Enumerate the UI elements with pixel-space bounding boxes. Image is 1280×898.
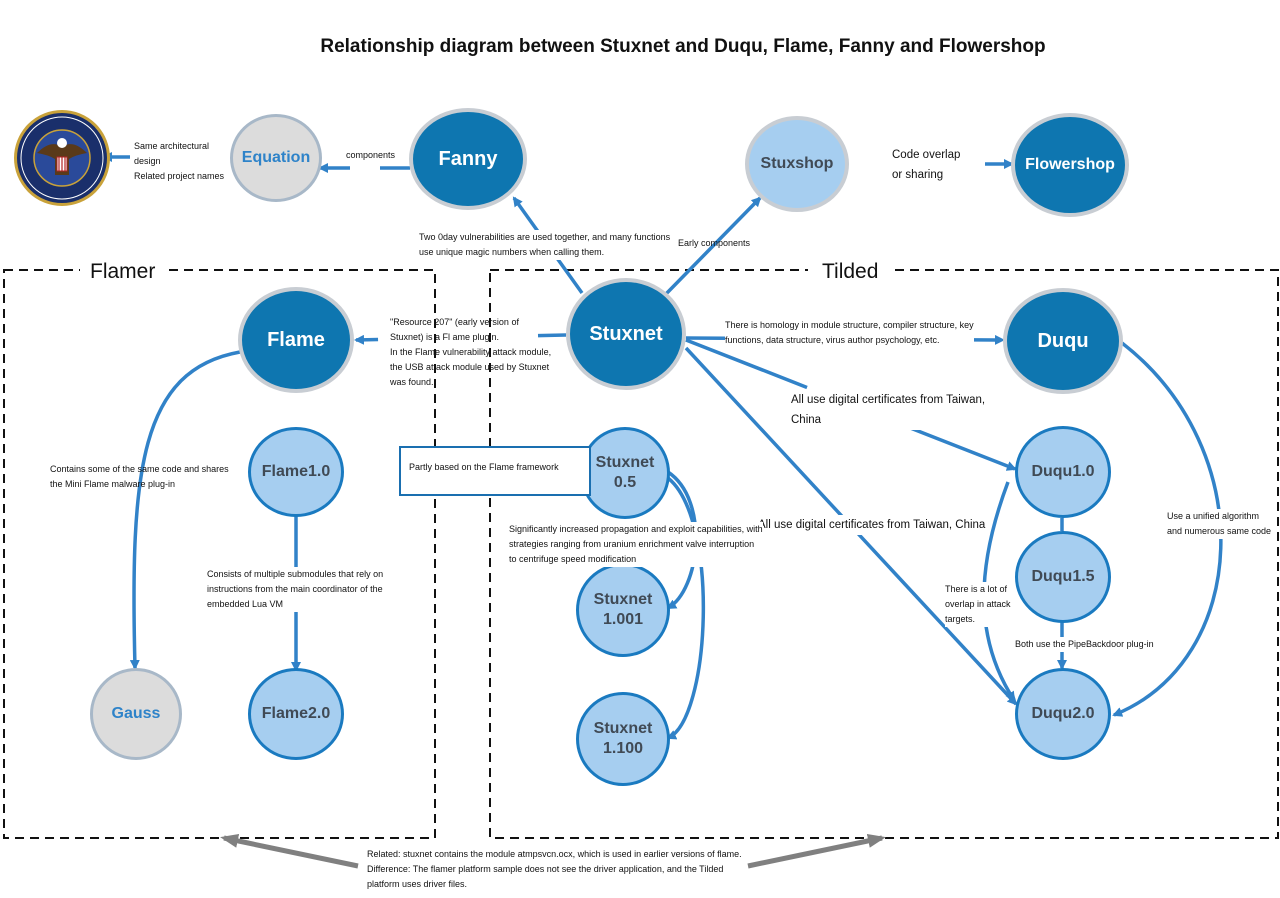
label-fanny-stuxnet: Two 0day vulnerabilities are used togeth…	[419, 230, 671, 260]
label-early-components: Early components	[678, 238, 751, 248]
edge-flame-gauss	[129, 350, 241, 670]
label-cert-duqu10: All use digital certificates from Taiwan…	[791, 390, 986, 430]
node-flame20: Flame2.0	[248, 668, 344, 760]
node-duqu: Duqu	[1003, 288, 1123, 394]
node-flame: Flame	[238, 287, 354, 393]
edge-stuxnet05-1100	[666, 476, 705, 740]
label-partly-based: Partly based on the Flame framework	[399, 446, 591, 496]
edge-stuxnet-duqu10	[685, 338, 1017, 471]
node-duqu10: Duqu1.0	[1015, 426, 1111, 518]
label-unified-algorithm: Use a unified algorithm and numerous sam…	[1167, 509, 1272, 539]
flamer-group-border	[3, 269, 436, 839]
label-pipebackdoor: Both use the PipeBackdoor plug-in	[1015, 637, 1154, 652]
label-flame-submodules: Consists of multiple submodules that rel…	[207, 567, 384, 612]
node-duqu20: Duqu2.0	[1015, 668, 1111, 760]
label-cert-duqu20: All use digital certificates from Taiwan…	[758, 515, 986, 535]
eagle-icon	[20, 116, 104, 200]
node-equation: Equation	[230, 114, 322, 202]
seal-logo	[14, 110, 110, 206]
node-stuxnet1001: Stuxnet 1.001	[576, 563, 670, 657]
label-propagation: Significantly increased propagation and …	[509, 522, 763, 567]
node-gauss: Gauss	[90, 668, 182, 760]
label-flame-gauss: Contains some of the same code and share…	[50, 464, 229, 489]
node-fanny: Fanny	[409, 108, 527, 210]
edge-duqu-duqu20	[1112, 341, 1223, 717]
label-overlap-targets: There is a lot of overlap in attack targ…	[945, 582, 1011, 627]
label-bottom-note: Related: stuxnet contains the module atm…	[367, 849, 742, 889]
node-stuxnet: Stuxnet	[566, 278, 686, 390]
flamer-group-title: Flamer	[80, 260, 166, 284]
node-stuxnet1100: Stuxnet 1.100	[576, 692, 670, 786]
node-flowershop: Flowershop	[1011, 113, 1129, 217]
node-stuxshop: Stuxshop	[745, 116, 849, 212]
node-duqu15: Duqu1.5	[1015, 531, 1111, 623]
label-homology: There is homology in module structure, c…	[725, 318, 974, 348]
node-stuxnet05: Stuxnet 0.5	[580, 427, 670, 519]
label-nsa-equation: Same architectural design Related projec…	[134, 141, 225, 181]
label-resource207: "Resource 207" (early version of Stuxnet…	[390, 317, 552, 387]
bottom-arrow-right	[747, 834, 886, 869]
tilded-group-title: Tilded	[808, 260, 893, 284]
bottom-arrow-left	[220, 834, 359, 869]
label-code-overlap: Code overlap or sharing	[892, 149, 961, 181]
edge-stuxnet-stuxshop	[662, 196, 762, 298]
diagram-title: Relationship diagram between Stuxnet and…	[320, 36, 1046, 57]
label-components: components	[346, 150, 396, 160]
node-flame10: Flame1.0	[248, 427, 344, 517]
